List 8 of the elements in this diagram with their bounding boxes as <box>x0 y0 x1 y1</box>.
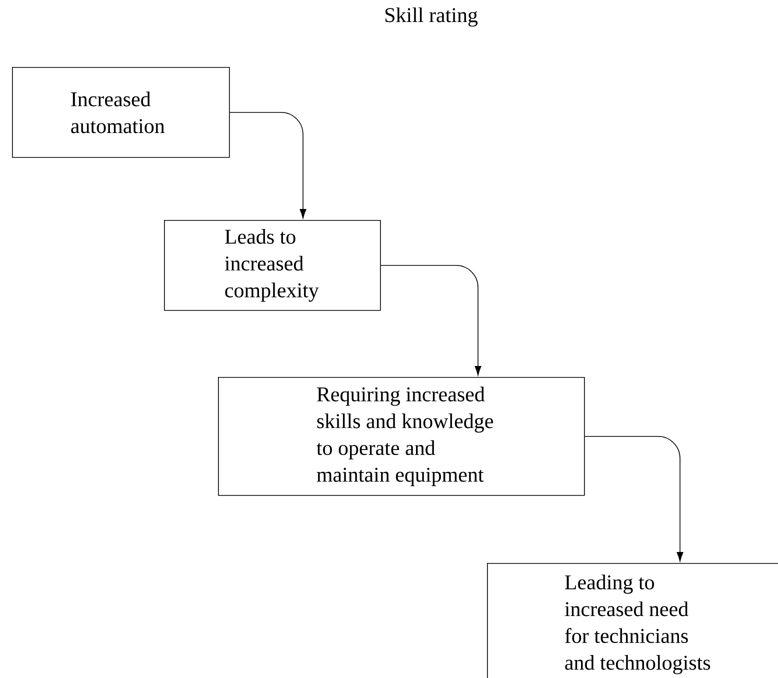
arrow <box>229 112 306 218</box>
process-box: Leads to increased complexity <box>164 220 381 311</box>
process-box: Increased automation <box>12 67 230 158</box>
process-box: Leading to increased need for technicians and technologists <box>487 563 778 678</box>
arrow <box>584 436 684 562</box>
title: Skill rating <box>385 7 478 27</box>
arrow <box>380 265 482 376</box>
process-box: Requiring increased skills and knowledge to operate and maintain equipment <box>218 377 585 496</box>
